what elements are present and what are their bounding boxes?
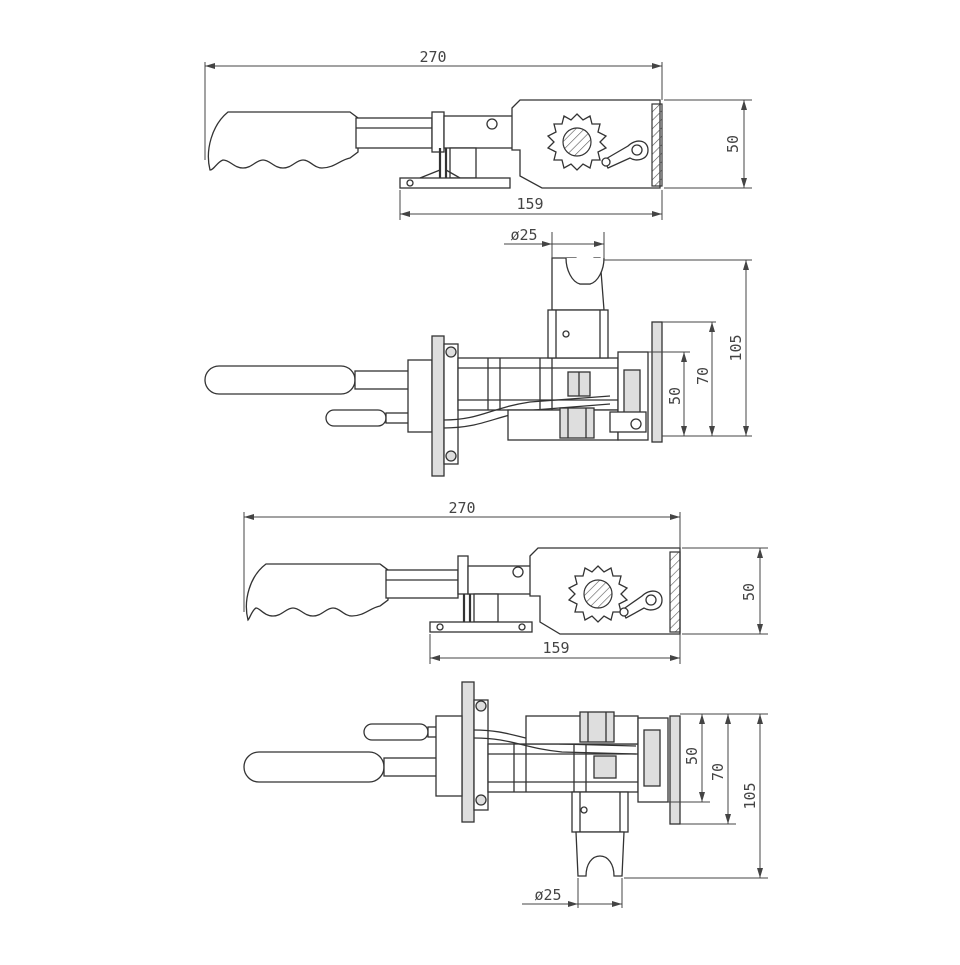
pawl-lever <box>601 140 649 169</box>
dim-text-diameter: ø25 <box>510 226 537 244</box>
dim-text-height: 50 <box>724 135 742 153</box>
dim-text-height-small: 50 <box>683 747 701 765</box>
dim-height-1: 50 <box>664 99 752 189</box>
dim-text-height-large: 105 <box>727 334 745 361</box>
handle-grip <box>207 111 359 171</box>
dim-text-overall-length: 270 <box>419 48 446 66</box>
dim-heights-2: 50 70 105 <box>604 259 752 437</box>
plan-view-4: ø25 50 70 105 <box>243 681 768 908</box>
dim-mount-length-1: 159 <box>399 190 663 220</box>
support-stem <box>473 593 499 623</box>
side-view-1: 270 159 50 <box>204 48 752 220</box>
dim-diameter-2: ø25 <box>504 226 605 258</box>
dim-diameter-4: ø25 <box>522 878 623 908</box>
dim-text-height-large: 105 <box>741 782 759 809</box>
clamp-collar <box>431 111 445 153</box>
pivot-hole <box>512 566 524 578</box>
lever-tube <box>385 569 459 599</box>
main-handle <box>243 751 385 783</box>
pivot-hole <box>486 118 498 130</box>
plan-view-2: ø25 50 70 105 <box>204 226 752 477</box>
mounting-flange <box>431 335 445 477</box>
dim-text-height-mid: 70 <box>709 763 727 781</box>
support-stem <box>449 147 477 179</box>
main-handle <box>204 365 356 395</box>
dim-text-overall-length: 270 <box>448 499 475 517</box>
dim-text-mount-length: 159 <box>542 639 569 657</box>
base-plate <box>429 621 533 633</box>
bracket-end-section <box>669 551 681 633</box>
release-lever-grip <box>325 409 387 427</box>
dim-text-mount-length: 159 <box>516 195 543 213</box>
dim-overall-length-1: 270 <box>204 48 663 160</box>
ratchet-gear <box>546 113 608 171</box>
handle-grip <box>245 563 389 622</box>
mounting-flange <box>461 681 475 823</box>
dim-height-3: 50 <box>682 547 768 635</box>
pawl-lever <box>619 590 663 619</box>
dim-text-height: 50 <box>740 583 758 601</box>
dim-text-diameter: ø25 <box>534 886 561 904</box>
release-link <box>443 395 611 421</box>
ratchet-gear <box>567 565 629 623</box>
fork-post <box>571 791 629 877</box>
upper-arm <box>457 357 619 411</box>
dim-overall-length-3: 270 <box>243 499 681 612</box>
dim-text-height-small: 50 <box>666 387 684 405</box>
bracket-end-section <box>651 103 663 187</box>
end-plate <box>669 715 681 825</box>
lever-tube <box>355 117 433 149</box>
dim-text-height-mid: 70 <box>694 367 712 385</box>
clamp-collar <box>457 555 469 595</box>
fork-post <box>547 257 609 359</box>
end-plate <box>651 321 663 443</box>
base-plate <box>399 177 511 189</box>
side-view-3: 270 159 50 <box>243 499 768 664</box>
dim-heights-4: 50 70 105 <box>624 713 768 879</box>
release-lever-grip <box>363 723 429 741</box>
dim-mount-length-3: 159 <box>429 634 681 664</box>
